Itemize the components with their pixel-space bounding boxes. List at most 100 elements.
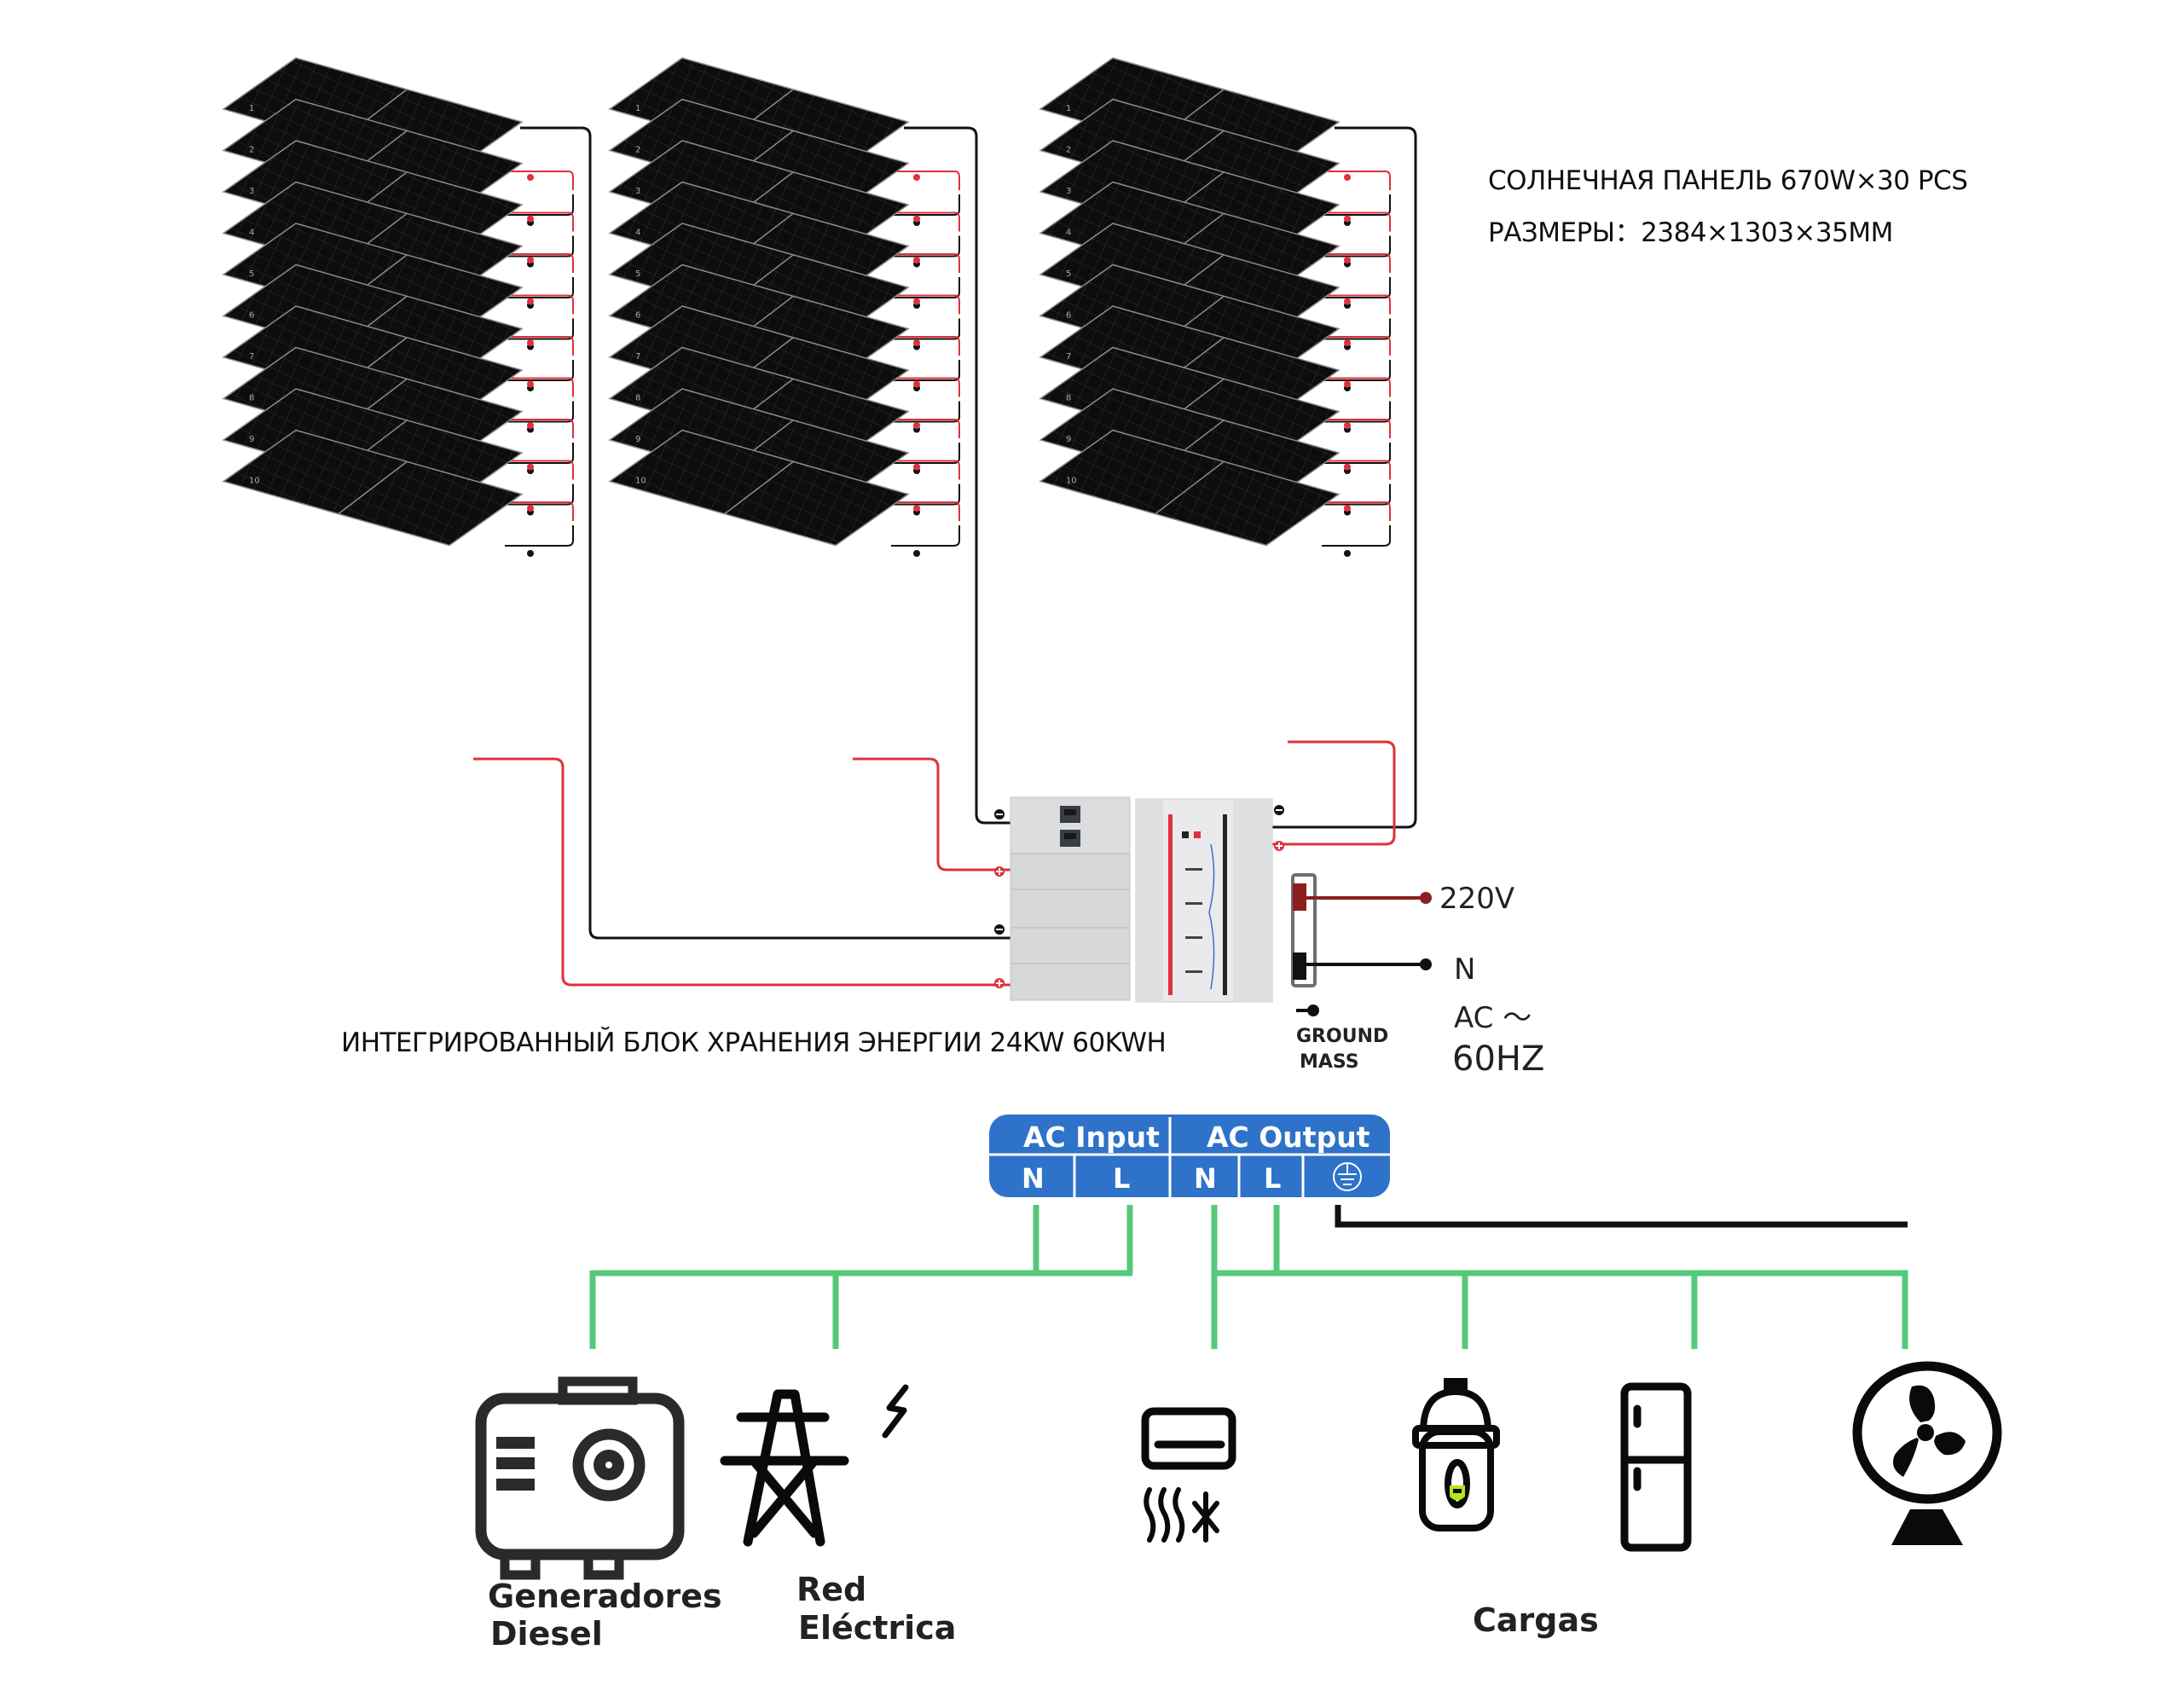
ac-output-spec: 220V N AC ～ 60HZ GROUND MASS [1291,873,1544,1079]
panel-number: 10 [249,477,260,486]
panel-number: 8 [635,394,640,403]
positive-terminal-icon [527,174,534,181]
panel-number: 3 [249,187,254,196]
panel-spec-text: СОЛНЕЧНАЯ ПАНЕЛЬ 670W×30 PCS [1488,165,1967,196]
panel-number: 3 [635,187,640,196]
voltage-label: 220V [1439,882,1514,916]
series-negative-lead [891,525,960,547]
open-battery-rack [1135,798,1273,1003]
series-positive-lead [870,419,960,438]
series-positive-lead [484,253,574,273]
solar-panel: 10 [222,429,524,547]
ac-input-l-pin: L [1113,1162,1130,1195]
col1-positive-trunk [473,757,1013,987]
series-positive-lead [484,211,574,232]
panel-number: 8 [1066,394,1071,403]
positive-terminal-icon [527,463,534,471]
positive-terminal-icon [527,298,534,305]
series-positive-lead [870,211,960,232]
ground-symbol-icon [1296,1005,1319,1016]
series-positive-lead [870,294,960,315]
col1-negative-trunk [520,126,1013,940]
positive-terminal-icon [527,505,534,512]
positive-terminal-icon [913,339,920,346]
panel-number: 8 [249,394,254,403]
panel-number: 5 [635,269,640,279]
positive-terminal-icon [527,257,534,263]
series-positive-lead [484,419,574,438]
loads-label: Cargas [1473,1601,1599,1639]
series-positive-lead [1300,171,1391,190]
positive-terminal-icon [913,505,920,512]
ac-output-wiring [1211,1205,1908,1349]
negative-terminal-icon [913,550,920,557]
storage-unit-title: ИНТЕГРИРОВАННЫЙ БЛОК ХРАНЕНИЯ ЭНЕРГИИ 24… [341,1028,1166,1058]
panel-number: 2 [635,146,640,155]
mass-label: MASS [1300,1051,1359,1073]
ac-label: AC ～ [1454,1001,1532,1035]
col3-negative-trunk [1269,126,1417,829]
ac-terminal-block: AC Input AC Output N L N L [989,1115,1390,1197]
positive-terminal-icon [1344,339,1351,346]
positive-terminal-icon [913,463,920,471]
positive-terminal-icon [913,174,920,181]
solar-panel: 10 [608,429,910,547]
col3-positive-trunk [1269,740,1396,846]
panel-number: 4 [1066,229,1071,238]
positive-terminal-icon [913,298,920,305]
positive-terminal-icon [1344,174,1351,181]
panel-number: 2 [249,146,254,155]
positive-terminal-icon [1344,257,1351,263]
positive-terminal-icon [1344,505,1351,512]
earth-ground-icon [1333,1162,1362,1191]
positive-terminal-icon [527,422,534,429]
ac-input-header: AC Input [1023,1120,1160,1154]
ac-input-n-pin: N [1022,1162,1045,1195]
panel-number: 10 [1066,477,1077,486]
dc-trunk-wiring [473,126,1417,987]
panel-number: 9 [1066,435,1071,444]
panel-number: 9 [249,435,254,444]
panel-number: 7 [1066,352,1071,362]
series-positive-lead [484,460,574,480]
series-negative-lead [505,525,574,547]
series-positive-lead [870,253,960,273]
ac-input-wiring [589,1205,1133,1349]
series-positive-lead [484,501,574,521]
refrigerator-icon-detail [1620,1382,1692,1552]
diesel-generator-label-1: Generadores [488,1578,722,1615]
trunk-polarity-markers [994,805,1284,988]
col2-negative-trunk [904,126,1013,825]
neutral-label: N [1454,952,1475,987]
panel-size-text: РАЗМЕРЫ：2384×1303×35MM [1488,217,1893,248]
series-positive-lead [1300,377,1391,397]
positive-terminal-icon [1344,380,1351,388]
positive-terminal-icon [913,422,920,429]
ac-output-n-pin: N [1194,1162,1217,1195]
panel-number: 9 [635,435,640,444]
panel-number: 3 [1066,187,1071,196]
air-conditioner-icon [1141,1407,1236,1543]
series-positive-lead [1300,501,1391,521]
grid-label-2: Eléctrica [798,1609,956,1647]
negative-terminal-icon [1344,550,1351,557]
ac-terminal-housing [1291,873,1317,987]
rice-cooker-icon [1412,1378,1500,1531]
positive-terminal-icon [913,215,920,223]
series-positive-lead [484,377,574,397]
positive-terminal-icon [1344,215,1351,223]
series-positive-lead [1300,336,1391,356]
panel-number: 10 [635,477,646,486]
series-positive-lead [870,501,960,521]
positive-terminal-icon [527,380,534,388]
panel-number: 7 [635,352,640,362]
positive-terminal-icon [1344,298,1351,305]
diesel-generator-icon [475,1376,685,1580]
series-positive-lead [484,336,574,356]
positive-terminal-icon [527,339,534,346]
panel-number: 6 [1066,311,1071,321]
positive-terminal-icon [913,380,920,388]
